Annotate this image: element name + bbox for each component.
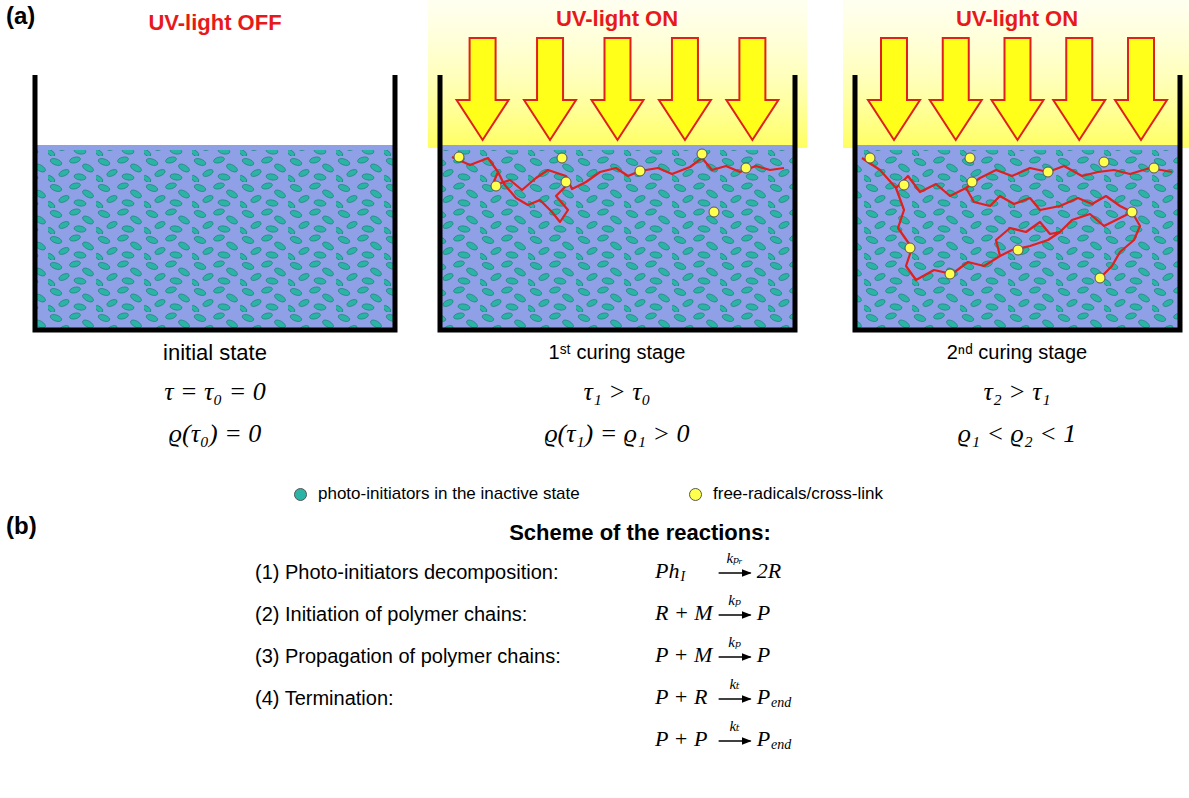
light-state: UV-light OFF xyxy=(148,10,281,36)
time-value: τ = τ₀ = 0 xyxy=(164,376,266,407)
reaction-term: end xyxy=(771,737,791,754)
uv-arrow xyxy=(1053,38,1105,140)
reaction-name: (2) Initiation of polymer chains: xyxy=(255,602,527,626)
time-value: τ₂ > τ₁ xyxy=(983,376,1050,407)
reaction-term: P xyxy=(757,726,770,752)
reaction-term: P + R xyxy=(655,684,707,710)
uv-arrow xyxy=(592,38,644,140)
panel-label: (b) xyxy=(6,512,37,541)
reaction-arrow xyxy=(719,740,751,742)
reaction-term: P xyxy=(757,684,770,710)
free-radical-dots xyxy=(454,149,1159,283)
uv-arrow xyxy=(457,38,509,140)
panel-label: (a) xyxy=(6,2,35,31)
reaction-term: kₚ xyxy=(728,633,741,651)
light-state: UV-light ON xyxy=(556,6,678,32)
reaction-term: kₚ xyxy=(728,591,741,609)
legend-swatch xyxy=(294,488,307,501)
reaction-arrow xyxy=(719,656,751,658)
reaction-term: 2R xyxy=(757,558,781,584)
scheme-title: Scheme of the reactions: xyxy=(509,520,771,546)
reaction-term: P xyxy=(757,642,770,668)
uv-arrow xyxy=(868,38,920,140)
reaction-arrow xyxy=(719,698,751,700)
stage-caption: 1ˢᵗ curing stage xyxy=(549,340,686,364)
reaction-term: P + M xyxy=(655,642,712,668)
conversion-value: ϱ(τ₁) = ϱ₁ > 0 xyxy=(544,418,689,449)
photo-initiators xyxy=(440,150,795,328)
legend-swatch xyxy=(689,488,702,501)
uv-arrow xyxy=(524,38,576,140)
photo-initiators xyxy=(855,150,1180,328)
reaction-arrow xyxy=(719,572,751,574)
time-value: τ₁ > τ₀ xyxy=(583,376,650,407)
reaction-term: P + P xyxy=(655,726,707,752)
stage-caption: initial state xyxy=(163,340,267,366)
reaction-name: (3) Propagation of polymer chains: xyxy=(255,644,561,668)
reaction-term: kₜ xyxy=(729,717,739,735)
conversion-value: ϱ(τ₀) = 0 xyxy=(169,418,261,449)
beaker-wall xyxy=(855,75,1180,330)
uv-glow xyxy=(843,0,1189,148)
reaction-term: R + M xyxy=(655,600,713,626)
liquid xyxy=(35,145,395,330)
polymer-chain xyxy=(452,157,1172,280)
uv-arrow xyxy=(726,38,778,140)
liquid xyxy=(855,145,1180,330)
uv-arrow xyxy=(659,38,711,140)
reaction-term: I xyxy=(680,569,685,586)
beaker-wall xyxy=(440,75,795,330)
legend-text: free-radicals/cross-link xyxy=(713,484,883,504)
uv-arrow xyxy=(1115,38,1167,140)
legend-text: photo-initiators in the inactive state xyxy=(318,484,580,504)
reaction-term: kₚᵣ xyxy=(726,549,742,567)
reaction-term: P xyxy=(757,600,770,626)
light-state: UV-light ON xyxy=(956,6,1078,32)
reaction-name: (1) Photo-initiators decomposition: xyxy=(255,560,558,584)
uv-arrow xyxy=(930,38,982,140)
stage-caption: 2ⁿᵈ curing stage xyxy=(947,340,1087,364)
reaction-term: kₜ xyxy=(729,675,739,693)
reaction-arrow xyxy=(719,614,751,616)
beaker-wall xyxy=(35,75,395,330)
uv-arrow xyxy=(992,38,1044,140)
uv-glow xyxy=(428,0,807,148)
reaction-term: end xyxy=(771,695,791,712)
reaction-name: (4) Termination: xyxy=(255,686,394,710)
liquid xyxy=(440,145,795,330)
conversion-value: ϱ₁ < ϱ₂ < 1 xyxy=(958,418,1077,449)
reaction-term: Ph xyxy=(655,558,679,584)
photo-initiators xyxy=(35,150,395,328)
